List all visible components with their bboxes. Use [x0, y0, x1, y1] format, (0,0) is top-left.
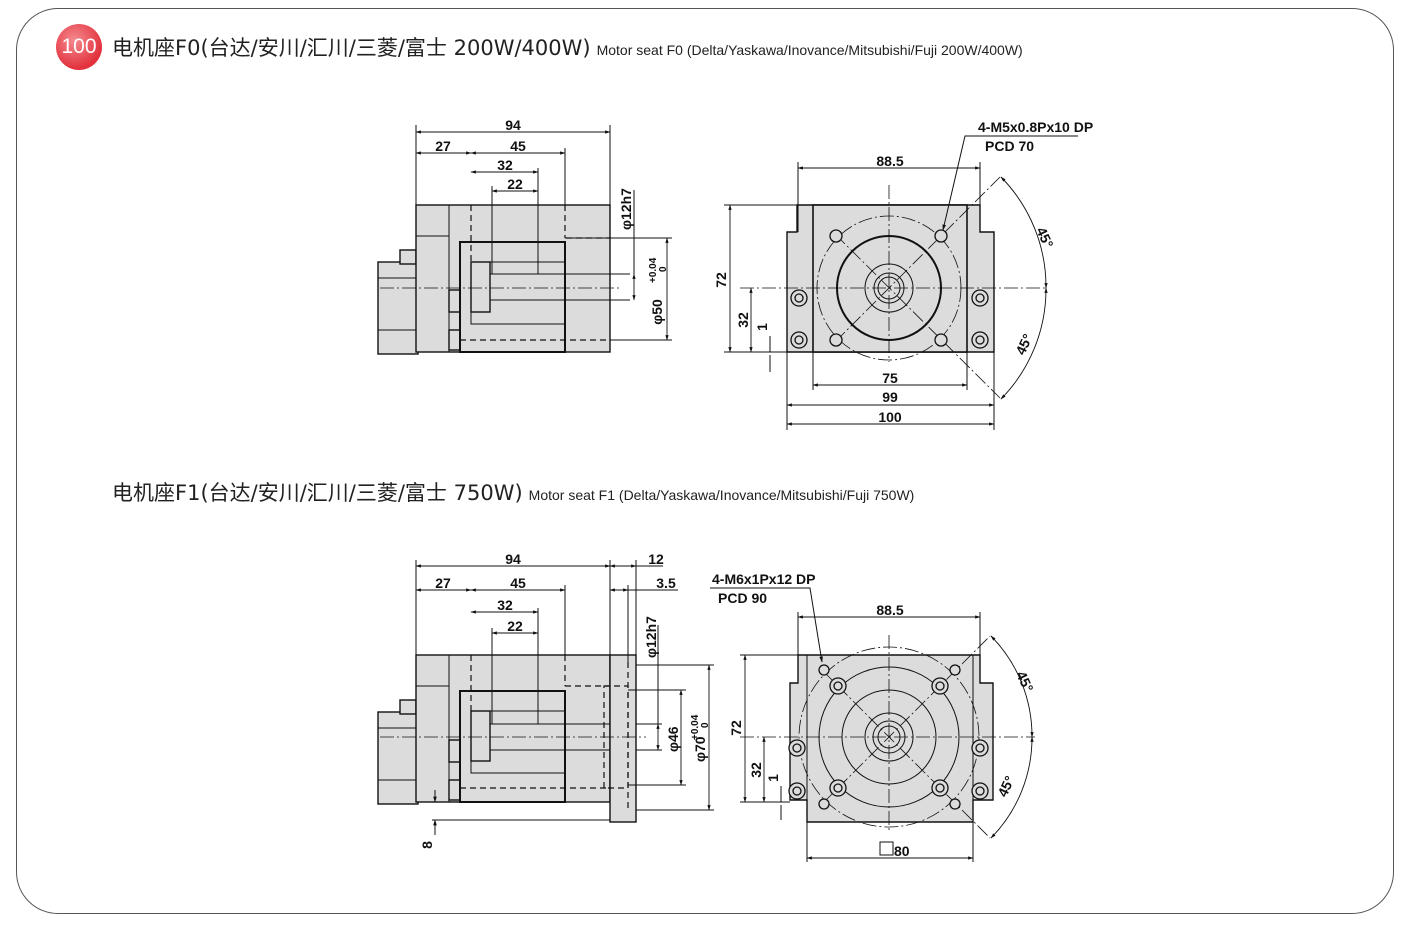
f0-dim-32-height: 32 — [735, 312, 751, 328]
f0-front-view: 4-M5x0.8Px10 DP PCD 70 88.5 72 32 1 75 9… — [713, 119, 1093, 430]
f1-side-view: 94 12 3.5 27 45 32 22 φ12h7 φ46 φ70 +0.0… — [377, 551, 714, 849]
f0-title-cn: 电机座F0(台达/安川/汇川/三菱/富士 200W/400W) — [112, 36, 591, 60]
f1-bore-diameter: φ46 — [665, 726, 681, 752]
f1-dim-32: 32 — [497, 597, 513, 613]
f0-shaft-diameter: φ12h7 — [618, 188, 634, 230]
f1-title-cn: 电机座F1(台达/安川/汇川/三菱/富士 750W) — [112, 481, 523, 505]
f0-tol-upper: +0.04 — [648, 257, 659, 283]
f0-thread-note: 4-M5x0.8Px10 DP — [978, 119, 1093, 135]
f0-mount-holes — [790, 229, 989, 349]
f1-dim-45: 45 — [510, 575, 526, 591]
f1-thread-note: 4-M6x1Px12 DP — [712, 571, 816, 587]
f1-title-en: Motor seat F1 (Delta/Yaskawa/Inovance/Mi… — [528, 487, 915, 503]
f0-dim-72: 72 — [713, 272, 729, 288]
f0-side-view: 94 27 45 32 22 φ12h7 φ50 +0.04 0 — [377, 117, 672, 355]
f1-dim-8: 8 — [419, 841, 435, 849]
f1-dim-square-80: 80 — [894, 843, 910, 859]
f0-dim-94: 94 — [505, 117, 521, 133]
f1-dim-1: 1 — [765, 774, 781, 782]
f1-dim-27: 27 — [435, 575, 451, 591]
f1-mount-holes — [788, 664, 989, 810]
f1-dim-88-5: 88.5 — [876, 602, 903, 618]
f0-dim-22: 22 — [507, 176, 523, 192]
f0-title-en: Motor seat F0 (Delta/Yaskawa/Inovance/Mi… — [596, 42, 1023, 58]
f1-dim-72: 72 — [728, 720, 744, 736]
f1-dim-32-height: 32 — [748, 762, 764, 778]
f1-title: 电机座F1(台达/安川/汇川/三菱/富士 750W) Motor seat F1 … — [112, 477, 914, 507]
page-number-badge: 100 — [56, 24, 102, 70]
f0-dim-75: 75 — [882, 370, 898, 386]
f1-dim-3-5: 3.5 — [656, 575, 676, 591]
f0-dim-100: 100 — [878, 409, 902, 425]
f0-pcd: PCD 70 — [985, 138, 1034, 154]
f0-dim-88-5: 88.5 — [876, 153, 903, 169]
f0-angle-top: 45° — [1033, 225, 1056, 251]
f0-title: 电机座F0(台达/安川/汇川/三菱/富士 200W/400W) Motor sea… — [112, 32, 1023, 62]
drawing-card — [16, 8, 1394, 914]
f0-tol-lower: 0 — [658, 266, 669, 272]
f1-pcd: PCD 90 — [718, 590, 767, 606]
f1-tol-upper: +0.04 — [690, 714, 701, 740]
square-symbol-icon — [879, 841, 894, 856]
f0-dim-1: 1 — [754, 323, 770, 331]
f1-dim-12: 12 — [648, 551, 664, 567]
f1-dim-22: 22 — [507, 618, 523, 634]
f0-dim-32: 32 — [497, 157, 513, 173]
f1-dim-94: 94 — [505, 551, 521, 567]
f1-shaft-diameter: φ12h7 — [643, 616, 659, 658]
f1-spigot-diameter: φ70 — [692, 736, 708, 762]
f1-angle-bottom: 45° — [994, 773, 1017, 799]
f0-dim-45: 45 — [510, 138, 526, 154]
f0-dim-27: 27 — [435, 138, 451, 154]
f0-spigot-diameter: φ50 — [649, 299, 665, 325]
f1-front-view: 4-M6x1Px12 DP PCD 90 88.5 72 32 1 80 45°… — [710, 571, 1037, 862]
f1-tol-lower: 0 — [700, 722, 711, 728]
f0-dim-99: 99 — [882, 389, 898, 405]
